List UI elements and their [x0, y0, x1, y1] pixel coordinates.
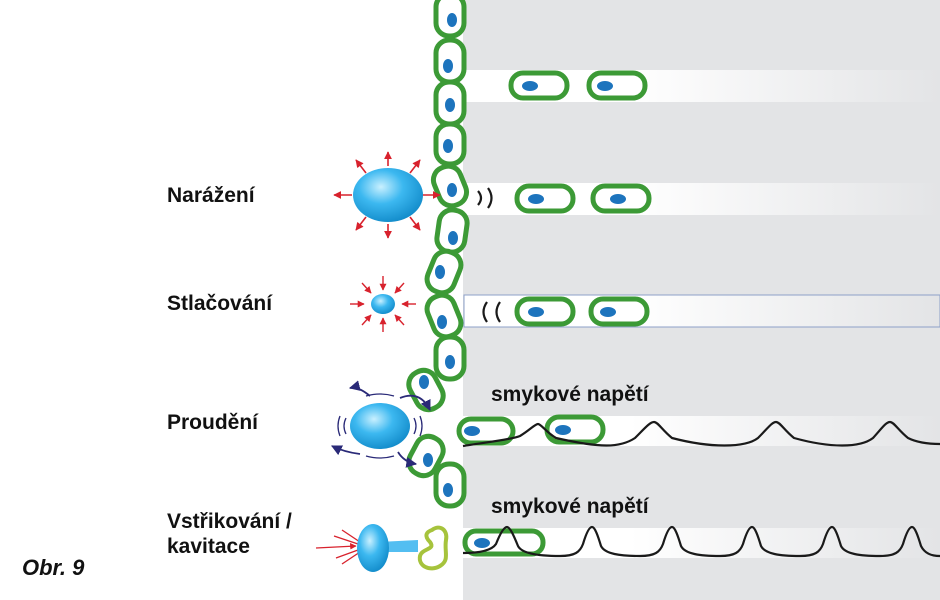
collapsing-bubble: [357, 524, 389, 572]
label-flow: Proudění: [167, 411, 259, 434]
flow-ripples: [337, 393, 423, 459]
figure-number: Obr. 9: [22, 555, 85, 580]
label-injection-line2: kavitace: [167, 535, 250, 558]
swirl-arrows: [331, 380, 431, 468]
shear-wave-line-2: [462, 525, 940, 558]
compressed-bubble: [371, 294, 395, 314]
flow-bubble: [350, 403, 410, 449]
wall-cell: [434, 207, 470, 255]
shear-wave-line-1: [462, 420, 940, 448]
deformed-cell: [417, 525, 449, 571]
label-impact: Narážení: [167, 184, 255, 207]
channel-nuclei: [464, 81, 626, 548]
impact-bubble: [353, 168, 423, 222]
red-jet-lines: [315, 529, 361, 565]
shear-stress-label-2: smykové napětí: [491, 495, 649, 518]
channel-4: [463, 416, 940, 446]
shear-stress-label-1: smykové napětí: [491, 383, 649, 406]
label-injection-line1: Vstřikování /: [167, 510, 292, 533]
inward-arrows: [350, 276, 416, 332]
compression-bubble-group: [350, 276, 416, 332]
outward-arrows: [333, 151, 441, 239]
impact-bubble-group: [333, 151, 441, 239]
shock-wave-arcs: [477, 187, 501, 323]
flow-bubble-group: [331, 380, 431, 468]
injection-bubble-group: [315, 524, 449, 572]
wall-nuclei: [419, 13, 458, 497]
label-compression: Stlačování: [167, 292, 273, 315]
